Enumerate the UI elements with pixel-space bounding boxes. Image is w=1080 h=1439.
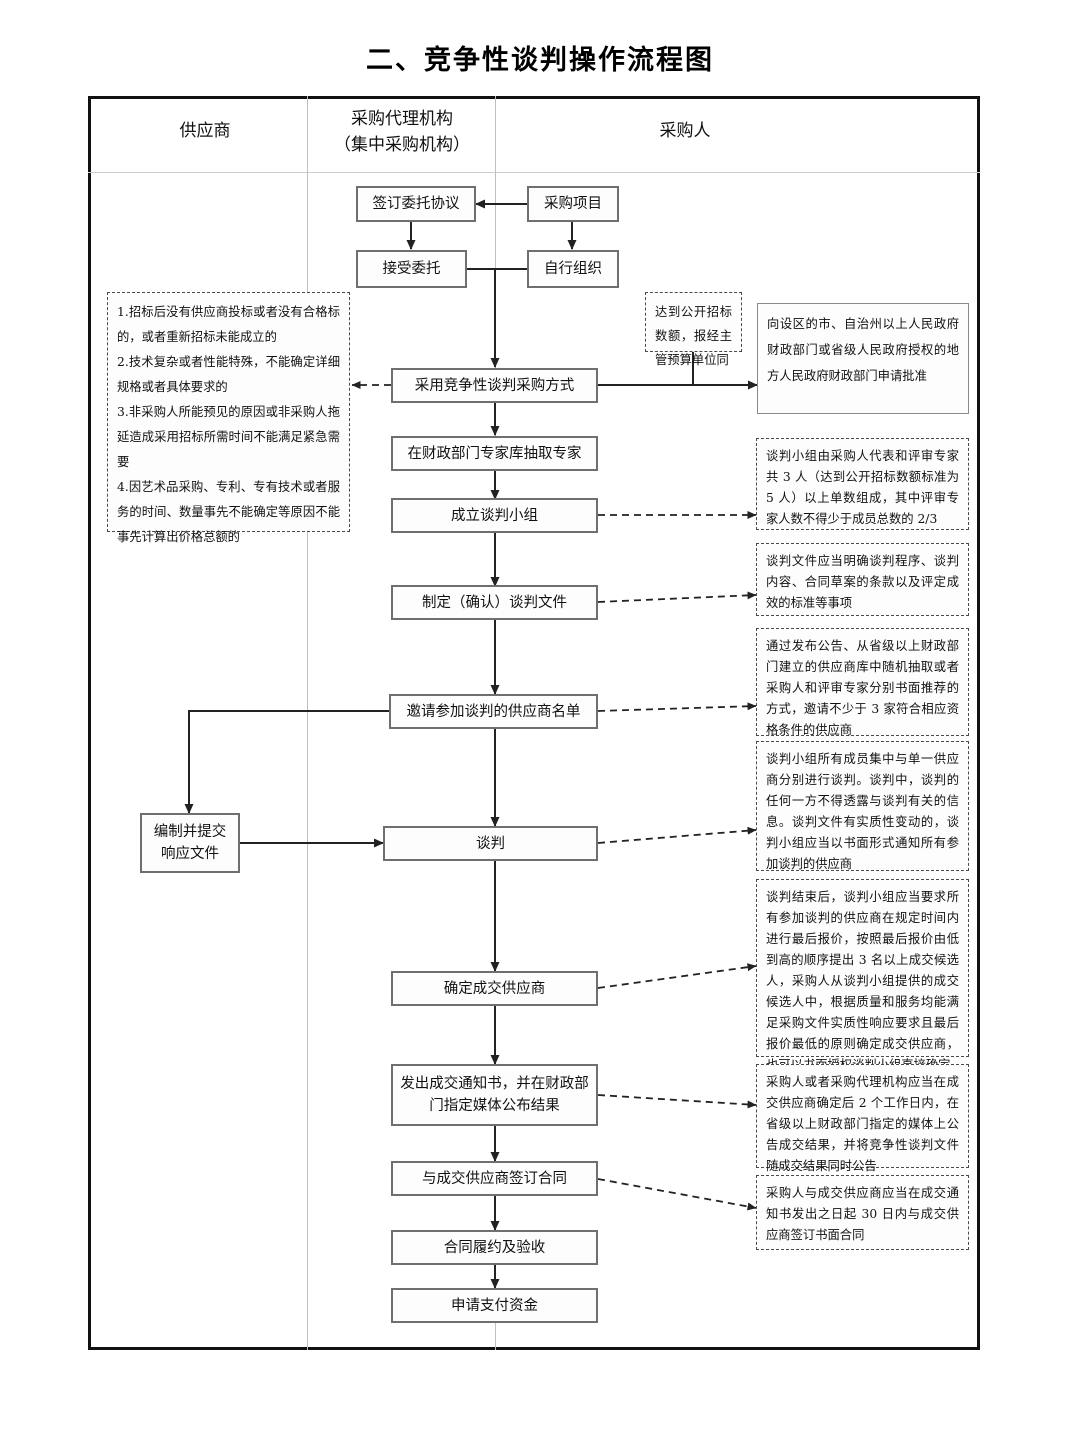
node-sign-contract[interactable]: 与成交供应商签订合同 — [391, 1161, 598, 1196]
node-issue-award-notice-line1: 发出成交通知书，并在财政部 — [400, 1076, 589, 1092]
header-divider — [88, 172, 980, 173]
column-header-purchaser: 采购人 — [659, 121, 711, 141]
node-prepare-response-documents[interactable]: 编制并提交 响应文件 — [140, 813, 240, 873]
note-condition-3: 3.非采购人所能预见的原因或非采购人拖延造成采用招标所需时间不能满足紧急需要 — [117, 405, 340, 469]
node-determine-winning-supplier[interactable]: 确定成交供应商 — [391, 971, 598, 1006]
node-prepare-response-line1: 编制并提交 — [153, 824, 227, 840]
node-form-negotiation-group[interactable]: 成立谈判小组 — [391, 498, 598, 533]
note-negotiation-rule: 谈判小组所有成员集中与单一供应商分别进行谈判。谈判中，谈判的任何一方不得透露与谈… — [756, 741, 969, 871]
column-divider-1 — [307, 96, 308, 1350]
node-apply-payment[interactable]: 申请支付资金 — [391, 1288, 598, 1323]
node-make-negotiation-documents[interactable]: 制定（确认）谈判文件 — [391, 585, 598, 620]
column-header-agency: 采购代理机构 （集中采购机构） — [312, 106, 492, 158]
note-invitation-rule: 通过发布公告、从省级以上财政部门建立的供应商库中随机抽取或者采购人和评审专家分别… — [756, 628, 969, 737]
node-issue-award-notice[interactable]: 发出成交通知书，并在财政部 门指定媒体公布结果 — [391, 1064, 598, 1126]
node-self-organize[interactable]: 自行组织 — [527, 250, 619, 288]
node-issue-award-notice-line2: 门指定媒体公布结果 — [429, 1098, 560, 1114]
note-reach-open-tender-amount: 达到公开招标数额，报经主管预算单位同 — [645, 292, 742, 367]
node-adopt-negotiation-method[interactable]: 采用竞争性谈判采购方式 — [391, 368, 598, 403]
note-condition-2: 2.技术复杂或者性能特殊，不能确定详细规格或者具体要求的 — [117, 355, 340, 394]
column-header-agency-line1: 采购代理机构 — [351, 109, 453, 129]
note-final-quote-rule: 谈判结束后，谈判小组应当要求所有参加谈判的供应商在规定时间内进行最后报价，按照最… — [756, 879, 969, 1072]
node-prepare-response-line2: 响应文件 — [161, 846, 219, 862]
note-condition-1: 1.招标后没有供应商投标或者没有合格标的，或者重新招标未能成立的 — [117, 305, 340, 344]
note-apply-for-approval[interactable]: 向设区的市、自治州以上人民政府财政部门或省级人民政府授权的地方人民政府财政部门申… — [757, 303, 969, 414]
page-title: 二、竞争性谈判操作流程图 — [366, 45, 714, 76]
note-condition-4: 4.因艺术品采购、专利、专有技术或者服务的时间、数量事先不能确定等原因不能事先计… — [117, 480, 340, 544]
note-contract-signing-rule: 采购人与成交供应商应当在成交通知书发出之日起 30 日内与成交供应商签订书面合同 — [756, 1175, 969, 1250]
node-draw-experts[interactable]: 在财政部门专家库抽取专家 — [391, 436, 598, 471]
node-negotiate[interactable]: 谈判 — [383, 826, 598, 861]
note-announce-result-rule: 采购人或者采购代理机构应当在成交供应商确定后 2 个工作日内，在省级以上财政部门… — [756, 1064, 969, 1173]
column-header-supplier: 供应商 — [179, 121, 231, 141]
node-accept-entrust[interactable]: 接受委托 — [356, 250, 467, 288]
note-document-requirements: 谈判文件应当明确谈判程序、谈判内容、合同草案的条款以及评定成效的标准等事项 — [756, 543, 969, 616]
node-procurement-project[interactable]: 采购项目 — [527, 186, 619, 222]
node-sign-entrust[interactable]: 签订委托协议 — [356, 186, 476, 222]
note-negotiation-conditions: 1.招标后没有供应商投标或者没有合格标的，或者重新招标未能成立的 2.技术复杂或… — [107, 292, 350, 544]
note-group-composition: 谈判小组由采购人代表和评审专家共 3 人（达到公开招标数额标准为 5 人）以上单… — [756, 438, 969, 530]
node-perform-and-accept[interactable]: 合同履约及验收 — [391, 1230, 598, 1265]
node-invite-supplier-list[interactable]: 邀请参加谈判的供应商名单 — [389, 694, 598, 729]
column-header-agency-line2: （集中采购机构） — [334, 135, 470, 155]
